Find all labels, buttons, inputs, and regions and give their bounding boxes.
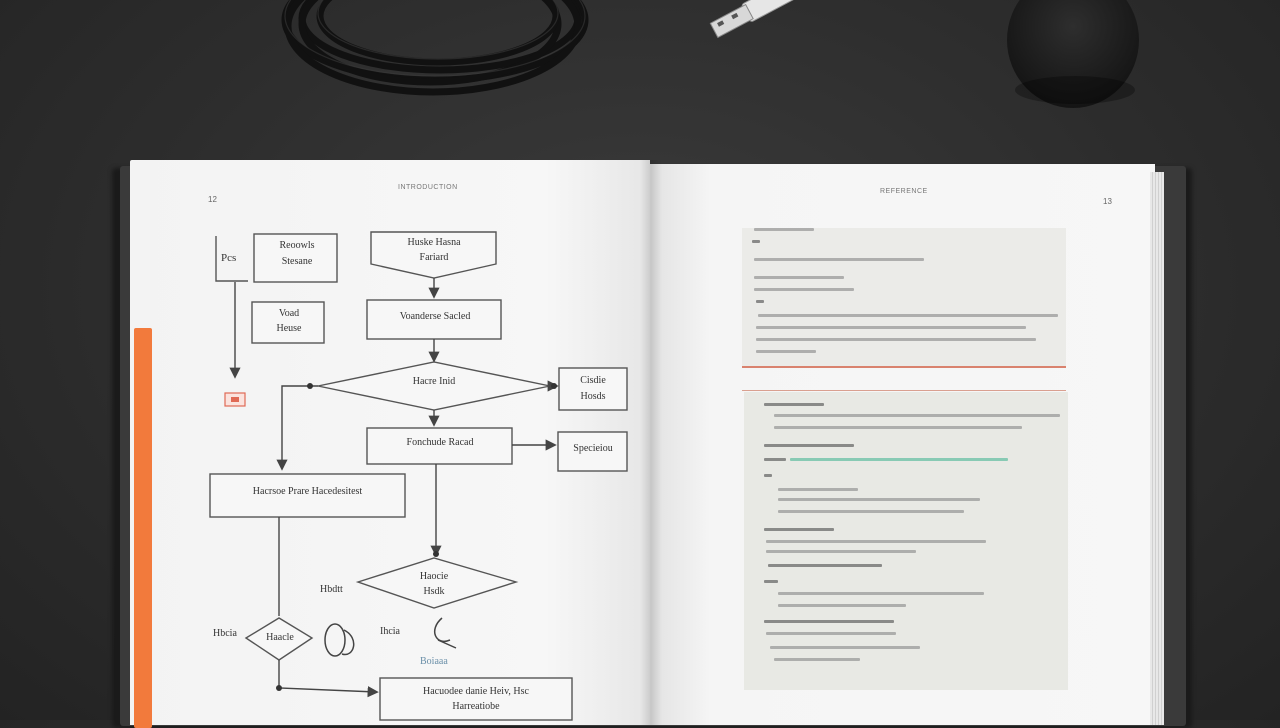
flow-box-n13 xyxy=(209,473,406,518)
flow-box-n3 xyxy=(251,301,325,344)
flow-label-n11: Fonchude Racad xyxy=(406,437,474,448)
flow-diamond-n17 xyxy=(244,617,314,661)
left-running-header: INTRODUCTION xyxy=(398,184,458,191)
flow-box-n7 xyxy=(366,299,502,340)
flow-label-n14: Hbdtt xyxy=(320,584,343,595)
flow-box-n1 xyxy=(253,233,338,283)
flow-box-n9 xyxy=(558,367,628,411)
right-running-header: REFERENCE xyxy=(880,188,928,195)
flow-label-n18: Hbcia xyxy=(213,628,237,639)
divider-accent-line xyxy=(742,366,1066,368)
flow-banner-n5 xyxy=(370,231,497,279)
left-page-number: 12 xyxy=(208,195,217,204)
flow-label-n8: Hacre Inid xyxy=(412,376,456,387)
orange-bookmark-tab xyxy=(134,328,152,728)
flow-label-n13: Hacrsoe Prare Hacedesitest xyxy=(252,486,363,497)
flow-diamond-n15 xyxy=(355,557,519,609)
divider-accent-line-2 xyxy=(742,390,1066,391)
flow-label-n7: Voanderse Sacled xyxy=(399,311,471,322)
flow-label-n17: Haacle xyxy=(266,632,294,643)
flow-box-n12 xyxy=(557,431,628,472)
code-panel-top xyxy=(742,228,1066,368)
flow-box-n11 xyxy=(366,427,513,465)
computer-mouse xyxy=(1007,0,1139,108)
book-spine-gutter xyxy=(640,160,662,725)
flow-label-n23: Pcs xyxy=(221,252,237,264)
code-panel-bottom xyxy=(744,392,1068,690)
usb-plug xyxy=(709,0,804,39)
flow-label-n19: Ihcia xyxy=(380,626,400,637)
flow-label-n20: Boiaaa xyxy=(420,656,448,667)
flow-label-n12: Specieiou xyxy=(573,443,613,454)
flowchart xyxy=(209,231,628,721)
right-page-number: 13 xyxy=(1103,197,1112,206)
coiled-cable xyxy=(281,0,589,96)
page-edges xyxy=(1150,172,1164,725)
